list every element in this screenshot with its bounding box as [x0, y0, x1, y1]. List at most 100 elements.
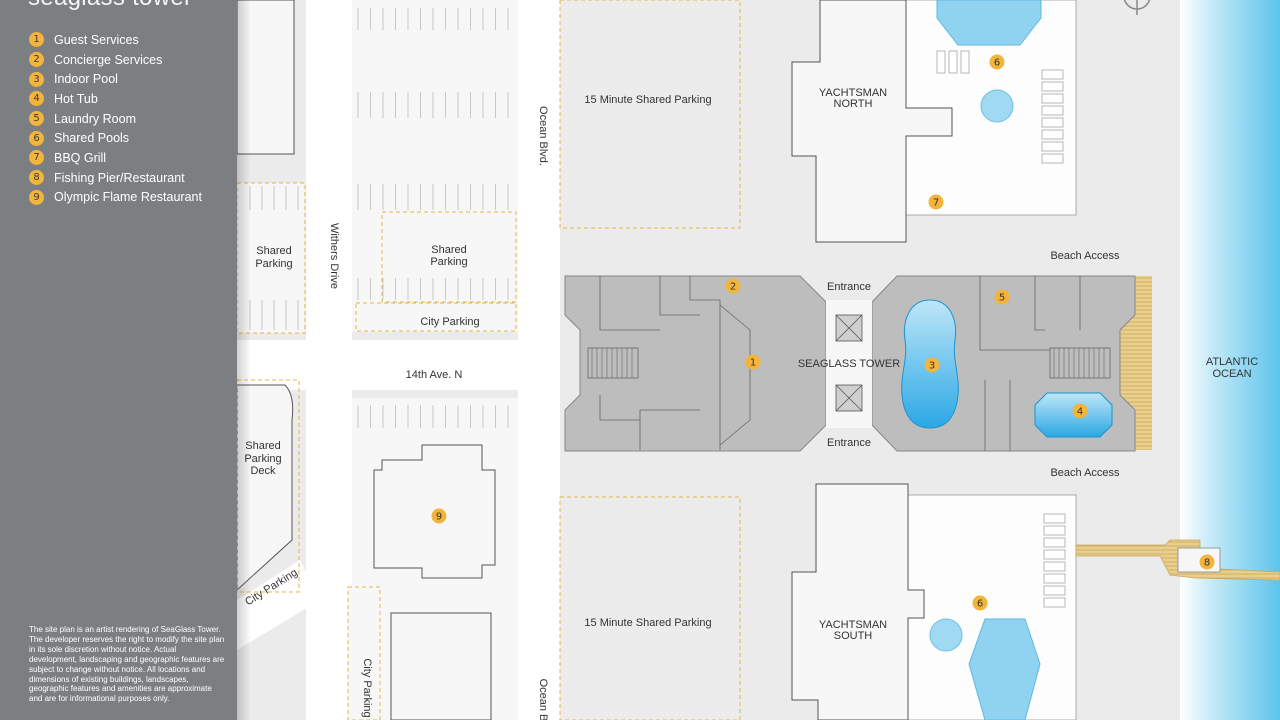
lounge-chair	[1043, 513, 1066, 524]
label-city-parking-vert: City Parking	[361, 658, 373, 717]
svg-text:8: 8	[1204, 558, 1210, 569]
lounge-chair	[1041, 81, 1064, 92]
legend-list: 1 Guest Services 2 Concierge Services 3 Ind…	[29, 30, 202, 207]
lounge-chair	[1041, 117, 1064, 128]
lounge-chair	[1041, 93, 1064, 104]
marker-shared-pool-south[interactable]: 6	[972, 595, 988, 611]
legend-marker-icon: 4	[29, 91, 44, 107]
marker-guest-services[interactable]: 1	[745, 354, 761, 370]
label-parking-top: 15 Minute Shared Parking	[584, 94, 711, 106]
svg-text:5: 5	[999, 293, 1005, 304]
legend-panel: seaglass tower 1 Guest Services 2 Concierg…	[0, 0, 237, 720]
seaglass-tower	[564, 275, 1152, 452]
legend-item: 7 BBQ Grill	[29, 148, 202, 168]
legend-item: 8 Fishing Pier/Restaurant	[29, 168, 202, 188]
label-ocean-blvd: Ocean Blvd.	[537, 106, 549, 166]
label-yachtsman-north-2: NORTH	[834, 98, 873, 110]
lounge-chair	[1041, 129, 1064, 140]
lounge-chair	[1041, 141, 1064, 152]
parking-lot-bottom	[559, 496, 741, 720]
lounge-chair	[1043, 597, 1066, 608]
parking-lot-top	[559, 0, 741, 229]
map-title: seaglass tower	[28, 0, 192, 12]
label-parking-deck-3: Deck	[250, 465, 276, 477]
hot-tub	[1034, 392, 1113, 438]
ocean	[1180, 0, 1280, 720]
marker-olympic-flame[interactable]: 9	[431, 508, 447, 524]
svg-text:3: 3	[929, 361, 935, 372]
label-shared-parking-mid: Shared	[431, 244, 466, 256]
svg-text:2: 2	[730, 282, 736, 293]
compass-icon	[1123, 0, 1151, 15]
legend-marker-icon: 5	[29, 111, 44, 127]
svg-text:6: 6	[994, 58, 1000, 69]
legend-label: Hot Tub	[54, 91, 98, 106]
lounge-chair	[1043, 525, 1066, 536]
legend-item: 2 Concierge Services	[29, 50, 202, 70]
svg-text:1: 1	[750, 358, 756, 369]
block-lower-middle	[347, 398, 518, 720]
svg-text:9: 9	[436, 512, 442, 523]
site-map: 15 Minute Shared Parking 15 Minute Share…	[237, 0, 1280, 720]
lounge-chair	[1041, 69, 1064, 80]
label-beach-access-bottom: Beach Access	[1050, 467, 1120, 479]
svg-text:6: 6	[977, 599, 983, 610]
label-seaglass-tower: SEAGLASS TOWER	[798, 358, 900, 370]
legend-marker-icon: 9	[29, 189, 44, 205]
streets	[237, 0, 560, 720]
legend-label: BBQ Grill	[54, 150, 107, 165]
building-lower-middle	[390, 612, 492, 720]
marker-hot-tub[interactable]: 4	[1072, 403, 1088, 419]
lounge-chair	[1041, 153, 1064, 164]
lounge-chair	[1043, 537, 1066, 548]
lounge-chair	[1043, 573, 1066, 584]
label-withers-drive: Withers Drive	[328, 223, 340, 289]
legend-marker-icon: 1	[29, 32, 44, 48]
label-shared-parking-mid-2: Parking	[430, 256, 467, 268]
city-parking-road	[237, 560, 320, 650]
yachtsman-north	[791, 0, 1077, 243]
legend-label: Fishing Pier/Restaurant	[54, 170, 185, 185]
label-14th-ave: 14th Ave. N	[406, 369, 463, 381]
label-parking-deck-2: Parking	[244, 453, 281, 465]
marker-fishing-pier[interactable]: 8	[1199, 554, 1215, 570]
label-yachtsman-south-1: YACHTSMAN	[819, 619, 887, 631]
lounge-chair	[1041, 105, 1064, 116]
svg-text:7: 7	[933, 198, 939, 209]
yachtsman-south	[791, 483, 1077, 720]
label-ocean-1: ATLANTIC	[1206, 356, 1258, 368]
panel-shadow	[237, 0, 251, 720]
legend-item: 1 Guest Services	[29, 30, 202, 50]
marker-shared-pool-north[interactable]: 6	[989, 54, 1005, 70]
ave-14th-road	[237, 340, 560, 390]
marker-laundry[interactable]: 5	[994, 289, 1010, 305]
legend-marker-icon: 2	[29, 52, 44, 68]
lounge-chair	[1043, 561, 1066, 572]
legend-label: Concierge Services	[54, 52, 163, 67]
legend-marker-icon: 8	[29, 170, 44, 186]
lounge-chair	[1043, 549, 1066, 560]
marker-indoor-pool[interactable]: 3	[924, 357, 940, 373]
label-parking-deck-1: Shared	[245, 440, 280, 452]
disclaimer-text: The site plan is an artist rendering of …	[29, 625, 225, 704]
label-entrance-top: Entrance	[827, 281, 871, 293]
legend-marker-icon: 3	[29, 71, 44, 87]
label-ocean-2: OCEAN	[1212, 368, 1251, 380]
svg-text:4: 4	[1077, 407, 1083, 418]
label-ocean-blvd-partial: Ocean B	[537, 679, 549, 720]
legend-item: 3 Indoor Pool	[29, 69, 202, 89]
label-city-parking-top: City Parking	[420, 316, 479, 328]
city-parking-strip	[347, 586, 381, 720]
label-parking-bottom: 15 Minute Shared Parking	[584, 617, 711, 629]
label-entrance-bottom: Entrance	[827, 437, 871, 449]
legend-label: Indoor Pool	[54, 72, 118, 87]
lounge-chair	[1043, 585, 1066, 596]
legend-item: 4 Hot Tub	[29, 89, 202, 109]
marker-concierge[interactable]: 2	[725, 278, 741, 294]
marker-bbq-grill[interactable]: 7	[928, 194, 944, 210]
legend-marker-icon: 7	[29, 150, 44, 166]
legend-label: Shared Pools	[54, 131, 130, 146]
legend-label: Guest Services	[54, 32, 139, 47]
